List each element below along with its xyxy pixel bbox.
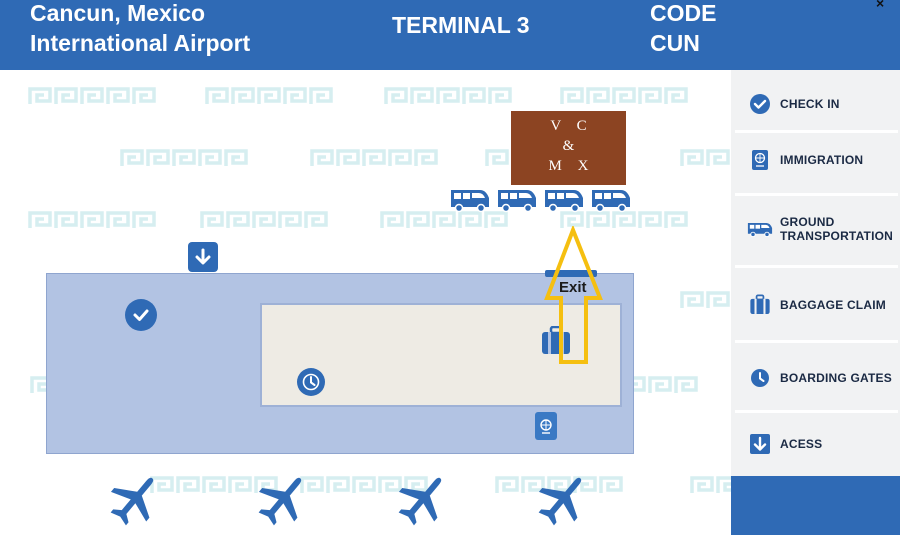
passport-icon bbox=[535, 412, 557, 440]
exit-door bbox=[545, 270, 597, 277]
van-icon bbox=[545, 190, 583, 213]
planes-row bbox=[0, 470, 720, 535]
legend-item-access[interactable]: ACESS bbox=[731, 432, 900, 456]
ground-transport-vans bbox=[448, 186, 634, 213]
check-icon bbox=[125, 299, 157, 331]
greek-key-pattern bbox=[310, 148, 444, 168]
greek-key-pattern bbox=[200, 210, 334, 230]
plane-icon bbox=[538, 477, 582, 526]
plane-icon bbox=[398, 477, 442, 526]
legend-divider bbox=[735, 340, 898, 343]
van-icon bbox=[745, 218, 775, 240]
legend-item-baggage-claim[interactable]: BAGGAGE CLAIM bbox=[731, 292, 900, 318]
legend-item-boarding-gates[interactable]: BOARDING GATES bbox=[731, 366, 900, 390]
plane-icon bbox=[258, 477, 302, 526]
exit-label: Exit bbox=[559, 279, 587, 296]
arrow-down-icon bbox=[749, 433, 771, 455]
legend-divider bbox=[735, 410, 898, 413]
boarding-gates-marker[interactable] bbox=[297, 368, 325, 396]
close-icon[interactable]: × bbox=[876, 0, 885, 11]
airport-name: Cancun, Mexico International Airport bbox=[30, 0, 250, 58]
check-icon bbox=[749, 93, 771, 115]
greek-key-pattern bbox=[120, 148, 254, 168]
greek-key-pattern bbox=[300, 475, 434, 495]
route-arrow-icon bbox=[544, 226, 603, 364]
legend-label: BAGGAGE CLAIM bbox=[780, 298, 886, 312]
greek-key-pattern bbox=[28, 210, 162, 230]
legend-panel-footer bbox=[731, 476, 900, 535]
greek-key-pattern bbox=[384, 86, 518, 106]
airport-code: CODE CUN bbox=[650, 0, 716, 58]
van-icon bbox=[592, 190, 630, 213]
van-icon bbox=[451, 190, 489, 213]
legend-label: CHECK IN bbox=[780, 97, 840, 111]
plane-icon bbox=[110, 477, 154, 526]
legend-label: ACESS bbox=[780, 437, 823, 451]
greek-key-pattern bbox=[380, 210, 514, 230]
legend-label: IMMIGRATION bbox=[780, 153, 864, 167]
legend-item-ground-transportation[interactable]: GROUND TRANSPORTATION bbox=[731, 213, 900, 245]
passport-icon bbox=[749, 149, 771, 171]
greek-key-pattern bbox=[28, 86, 162, 106]
legend-divider bbox=[735, 130, 898, 133]
header-bar: Cancun, Mexico International Airport TER… bbox=[0, 0, 900, 70]
code-value: CUN bbox=[650, 30, 700, 56]
marker-line2: & bbox=[562, 138, 575, 154]
clock-icon bbox=[749, 367, 771, 389]
clock-icon bbox=[297, 368, 325, 396]
check-in-marker[interactable] bbox=[125, 299, 157, 331]
access-marker[interactable] bbox=[188, 242, 218, 272]
luggage-icon bbox=[749, 294, 771, 316]
legend-label: GROUND TRANSPORTATION bbox=[780, 215, 893, 243]
arrow-down-icon bbox=[188, 242, 218, 272]
destination-marker[interactable]: V C & M X bbox=[511, 111, 626, 185]
van-icon bbox=[498, 190, 536, 213]
legend-divider bbox=[735, 193, 898, 196]
marker-line1: V C bbox=[550, 118, 587, 134]
immigration-marker[interactable] bbox=[535, 412, 557, 440]
marker-line3: M X bbox=[548, 158, 589, 174]
greek-key-pattern bbox=[150, 475, 284, 495]
greek-key-pattern bbox=[560, 86, 694, 106]
greek-key-pattern bbox=[560, 210, 694, 230]
code-label: CODE bbox=[650, 0, 717, 26]
legend-item-immigration[interactable]: IMMIGRATION bbox=[731, 147, 900, 173]
legend-item-check-in[interactable]: CHECK IN bbox=[731, 92, 900, 116]
airport-name-line2: International Airport bbox=[30, 30, 251, 56]
legend-label: BOARDING GATES bbox=[780, 371, 892, 385]
terminal-label: TERMINAL 3 bbox=[392, 12, 530, 38]
airport-name-line1: Cancun, Mexico bbox=[30, 0, 206, 26]
legend-divider bbox=[735, 265, 898, 268]
greek-key-pattern bbox=[205, 86, 339, 106]
legend-label-line2: TRANSPORTATION bbox=[780, 229, 894, 243]
legend-label-line1: GROUND bbox=[780, 215, 835, 229]
